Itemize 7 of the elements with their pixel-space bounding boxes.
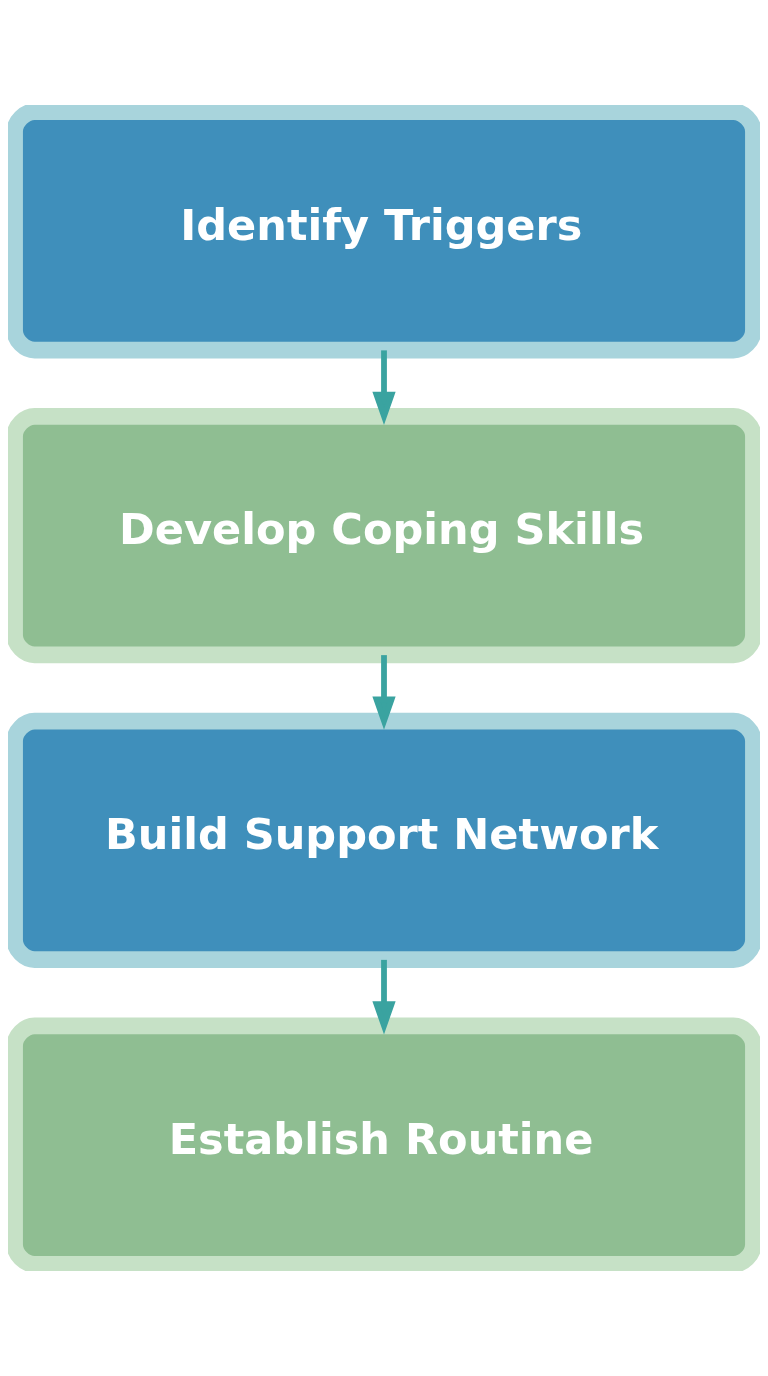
node-box: Develop Coping Skills: [8, 408, 760, 664]
node-box: Establish Routine: [8, 1017, 760, 1271]
arrow: [372, 655, 396, 730]
arrow: [372, 959, 396, 1035]
arrow: [372, 350, 396, 425]
node-box: Build Support Network: [8, 712, 760, 968]
node-box: Identify Triggers: [8, 105, 760, 359]
